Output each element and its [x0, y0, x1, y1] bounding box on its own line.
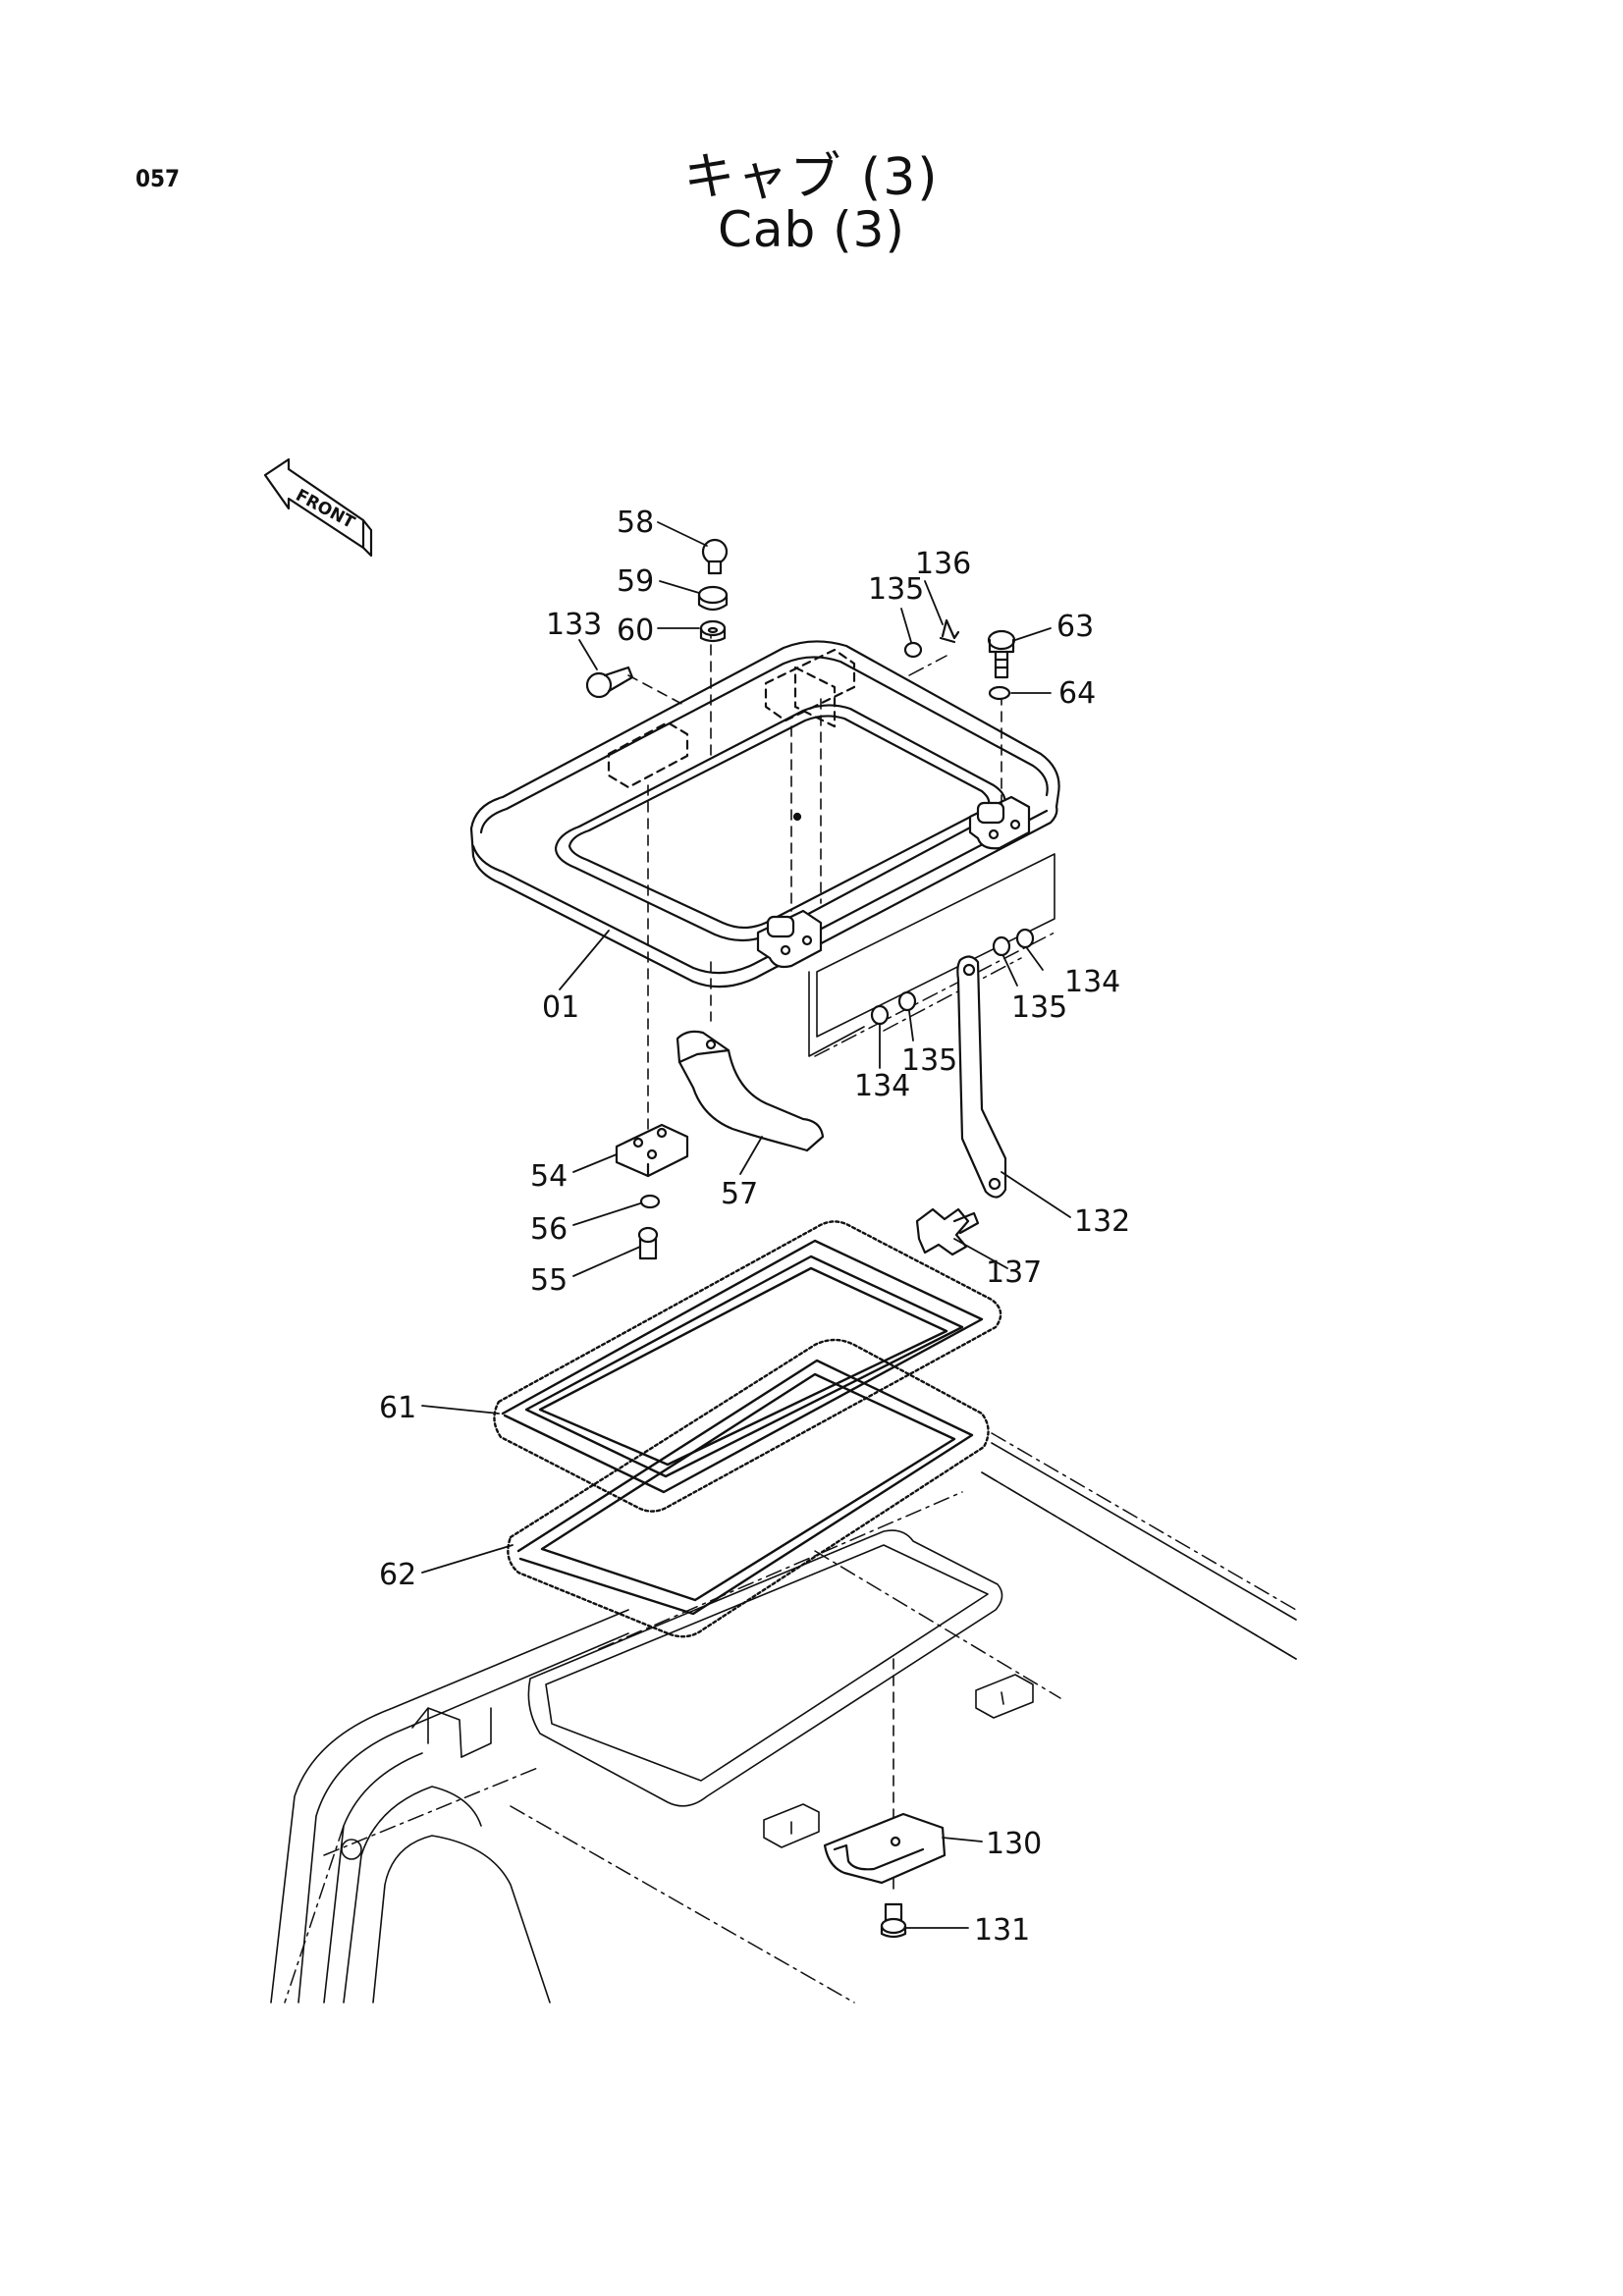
front-arrow-icon — [263, 457, 373, 558]
hinge-left — [756, 909, 823, 969]
cab-frame — [270, 1442, 1297, 2003]
washer-part-59 — [697, 585, 729, 612]
callout-137: 137 — [986, 1255, 1042, 1290]
roof-hatch-cover — [469, 640, 1060, 988]
callout-54: 54 — [530, 1159, 568, 1194]
callout-58: 58 — [617, 506, 654, 540]
bracket-part-130 — [823, 1812, 947, 1885]
callout-135-mid: 135 — [901, 1043, 957, 1078]
callout-134-right: 134 — [1064, 965, 1120, 999]
washers-right — [870, 928, 1035, 1026]
knob-part-137 — [915, 1207, 980, 1256]
callout-133: 133 — [546, 608, 602, 642]
clip-part-136 — [939, 618, 960, 644]
callout-136: 136 — [915, 547, 971, 581]
washer-part-56 — [639, 1194, 661, 1209]
callout-62: 62 — [379, 1558, 416, 1592]
callout-57: 57 — [721, 1177, 758, 1211]
callout-64: 64 — [1058, 676, 1096, 711]
seal-part-61 — [493, 1220, 1002, 1513]
callout-135-right: 135 — [1011, 990, 1067, 1025]
washer-part-135-top — [903, 641, 923, 659]
hinge-right — [968, 795, 1031, 850]
callout-61: 61 — [379, 1391, 416, 1425]
callout-132: 132 — [1074, 1204, 1130, 1239]
seal-part-62 — [507, 1338, 990, 1638]
callout-55: 55 — [530, 1263, 568, 1298]
callout-56: 56 — [530, 1212, 568, 1247]
bolt-part-131 — [880, 1902, 907, 1939]
callout-130: 130 — [986, 1827, 1042, 1861]
plate-part-54 — [615, 1123, 689, 1178]
page-number: 057 — [135, 165, 181, 192]
callout-59: 59 — [617, 564, 654, 599]
callout-labels: 58 59 60 133 135 136 63 64 01 134 135 13… — [379, 506, 1130, 1948]
title-english: Cab (3) — [717, 201, 905, 258]
pin-part-133 — [585, 666, 634, 699]
callout-135-top: 135 — [868, 572, 924, 607]
stay-bar-part-132 — [956, 955, 1007, 1199]
bolt-part-63 — [987, 629, 1016, 679]
callout-63: 63 — [1056, 610, 1094, 644]
handle-part-57 — [676, 1030, 825, 1152]
callout-60: 60 — [617, 614, 654, 648]
washer-part-64 — [988, 685, 1011, 701]
callout-131: 131 — [974, 1913, 1030, 1948]
nut-part-60 — [699, 619, 727, 643]
knob-part-58 — [701, 538, 729, 575]
callout-01: 01 — [542, 990, 579, 1025]
title-japanese: キャブ (3) — [683, 148, 940, 207]
bolt-part-55 — [637, 1226, 659, 1260]
callout-134-left: 134 — [854, 1069, 910, 1103]
